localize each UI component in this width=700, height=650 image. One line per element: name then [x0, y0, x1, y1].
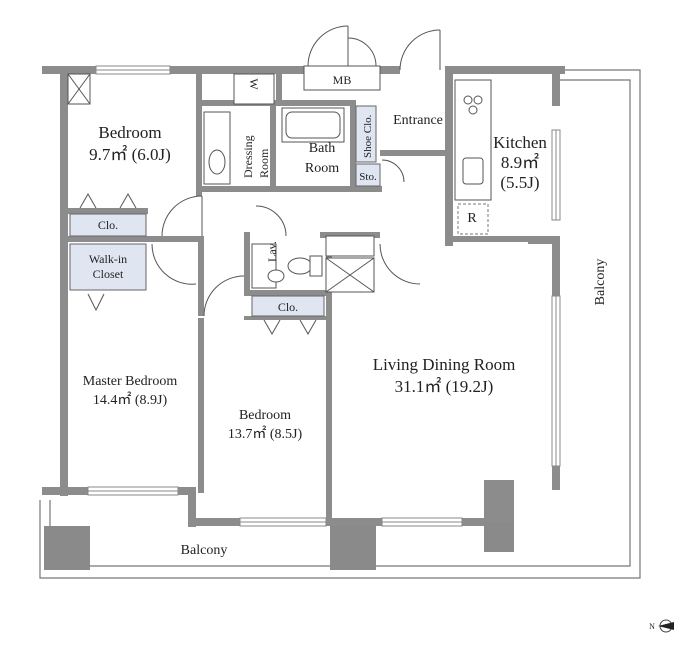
entrance-label: Entrance — [393, 113, 443, 128]
walk-in-closet-line1: Walk-in — [89, 252, 127, 266]
master-bedroom-area: 14.4㎡ (8.9J) — [93, 392, 168, 408]
ldk-name: Living Dining Room — [373, 355, 516, 374]
windows — [87, 65, 561, 527]
closet-bedroom1 — [69, 213, 147, 237]
north-arrow-icon: N — [649, 619, 674, 633]
balcony-right-label: Balcony — [593, 259, 608, 306]
kitchen-name: Kitchen — [493, 133, 547, 152]
ldk-area: 31.1㎡ (19.2J) — [395, 377, 494, 396]
master-bedroom-name: Master Bedroom — [83, 374, 178, 389]
pipe-space — [325, 235, 375, 293]
meter-box — [303, 65, 381, 91]
closet-bedroom2 — [251, 295, 325, 317]
walk-in-closet-line2: Closet — [93, 267, 124, 281]
kitchen-tatami: (5.5J) — [500, 173, 539, 192]
north-label: N — [649, 622, 655, 631]
closet1-label: Clo. — [98, 218, 118, 232]
kitchen-counter — [454, 79, 492, 235]
dressing-room-line1: Dressing — [241, 135, 255, 178]
walls — [42, 66, 565, 528]
column-right — [484, 522, 514, 552]
bedroom2-area: 13.7㎡ (8.5J) — [228, 426, 303, 442]
washbasin-dressing — [203, 111, 231, 185]
storage — [355, 163, 381, 187]
duct-box — [67, 73, 91, 105]
kitchen-area: 8.9㎡ — [501, 153, 539, 172]
shoe-closet — [355, 105, 377, 163]
walk-in-closet — [69, 243, 147, 291]
column-left — [44, 526, 90, 570]
bathtub — [281, 107, 345, 143]
dressing-room-line2: Room — [257, 148, 271, 178]
column-middle — [330, 526, 376, 570]
bedroom1-name: Bedroom — [98, 123, 161, 142]
closet2-label: Clo. — [278, 300, 298, 314]
refrigerator-label: R — [467, 211, 477, 226]
bath-room-line1: Bath — [309, 141, 335, 156]
washer-space — [233, 73, 275, 105]
bedroom2-name: Bedroom — [239, 408, 291, 423]
lavatory-label: Lav. — [265, 241, 279, 262]
shoe-closet-label: Shoe Clo. — [362, 114, 374, 158]
meter-box-label: MB — [333, 73, 352, 87]
bedroom1-area: 9.7㎡ (6.0J) — [89, 145, 171, 164]
balcony-bottom-label: Balcony — [181, 543, 228, 558]
storage-label: Sto. — [359, 171, 377, 183]
door-swings — [79, 25, 441, 336]
toilet — [251, 243, 323, 289]
bath-room-line2: Room — [305, 161, 339, 176]
washer-label: W — [247, 78, 261, 90]
